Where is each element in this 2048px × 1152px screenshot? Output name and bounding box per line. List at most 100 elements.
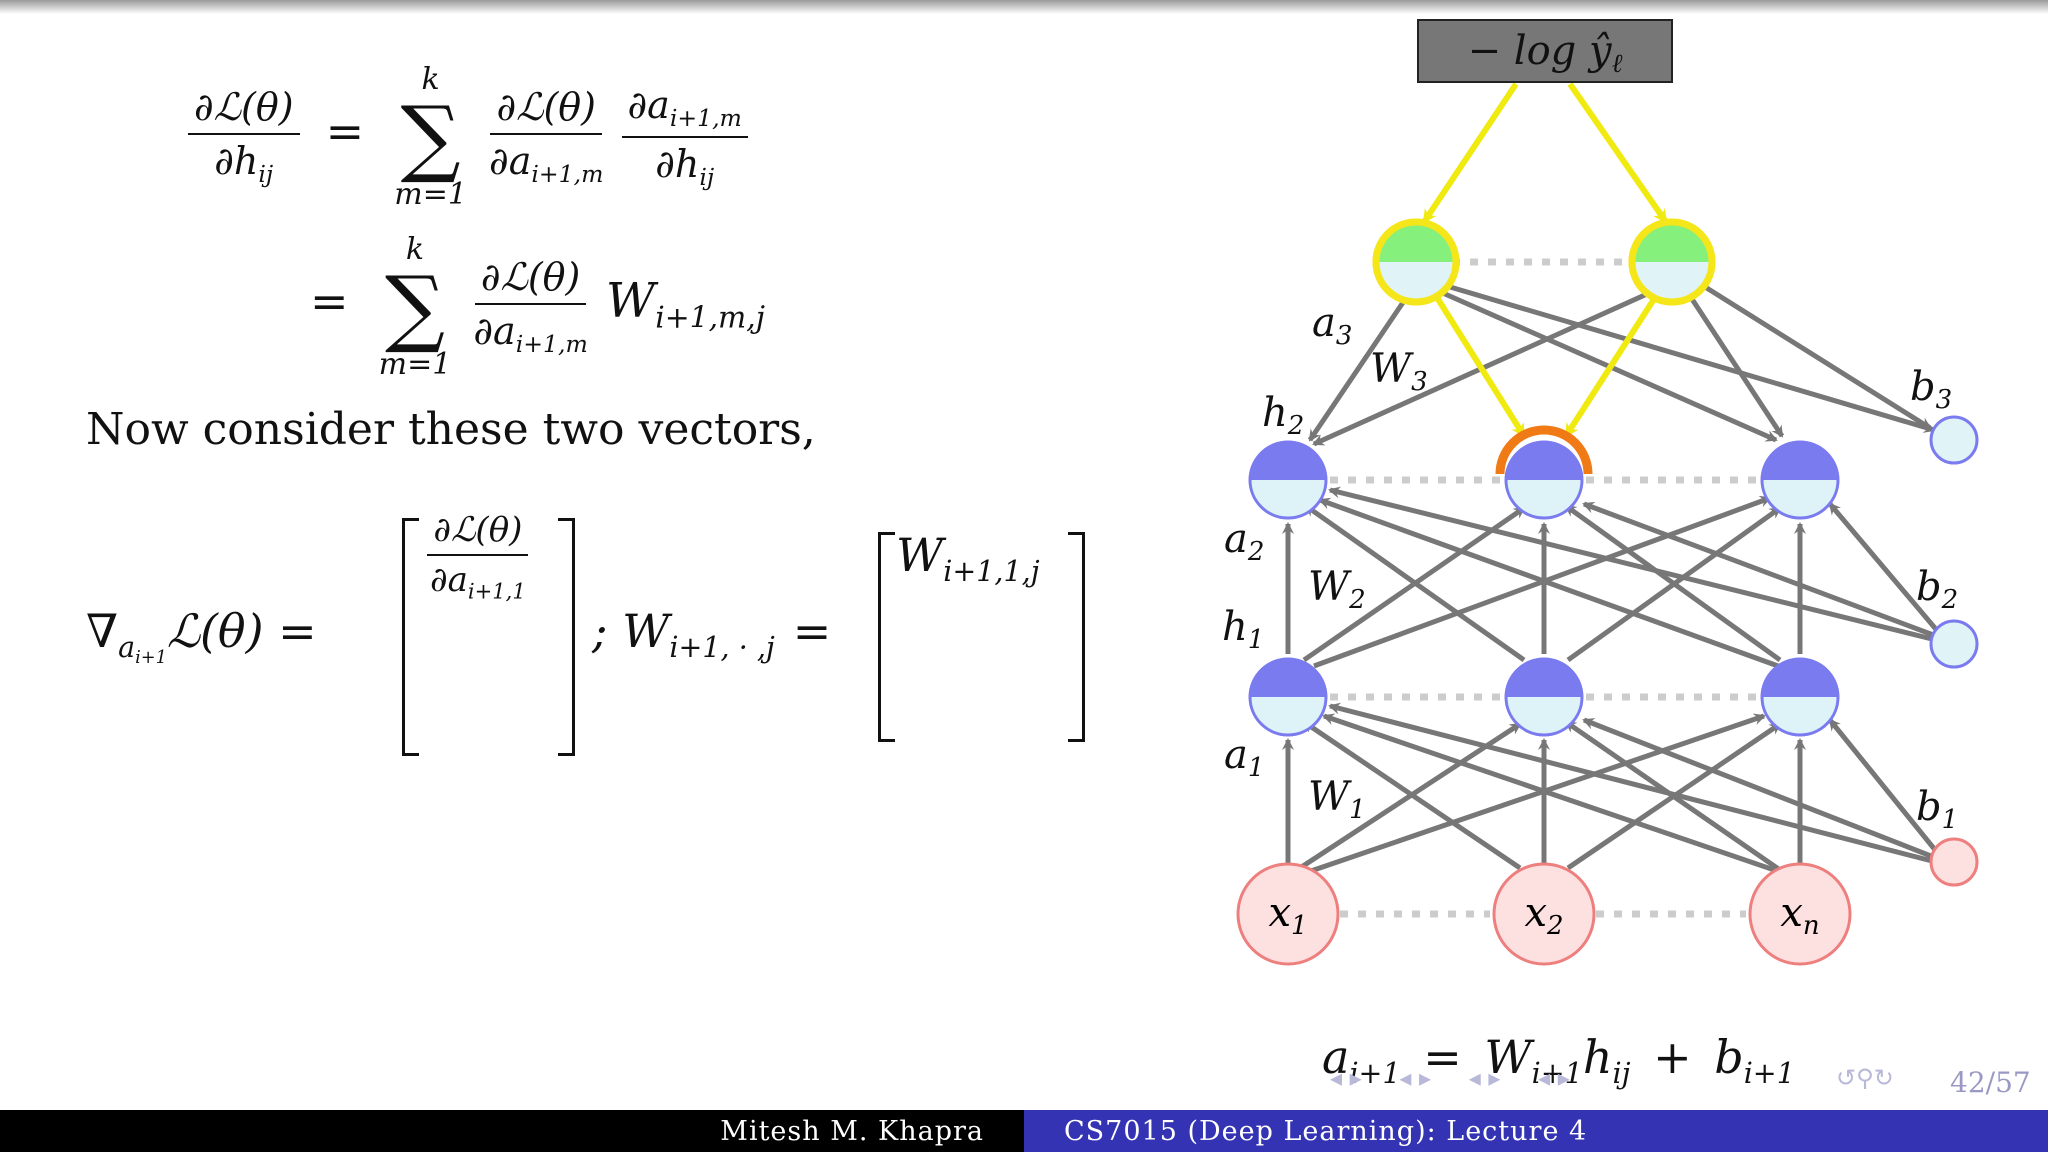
output-node-1: [1372, 218, 1460, 306]
bias-node-b3: [1929, 415, 1979, 465]
body-text: Now consider these two vectors,: [86, 404, 816, 455]
loss-equals: ℒ(θ) =: [166, 604, 317, 658]
weight-vector-entry: Wi+1,1,j: [896, 528, 1040, 588]
lhs-numerator: ∂ℒ(θ): [188, 85, 300, 136]
weight-symbol: W: [605, 272, 656, 329]
gradient-entry-denominator: ∂a: [430, 560, 468, 600]
bottom-eq-plus: +: [1653, 1030, 1692, 1084]
bottom-eq-h-sub: ij: [1612, 1056, 1631, 1090]
term1-denominator: ∂a: [489, 139, 532, 184]
equation-line-1: ∂ℒ(θ) ∂hij = k ∑ m=1 ∂ℒ(θ) ∂ai+1,m ∂ai+1…: [188, 62, 748, 212]
separator-w: ; W: [592, 604, 670, 658]
hidden1-node-3: [1760, 657, 1840, 737]
label-a2: a2: [1224, 516, 1264, 567]
label-b1: b1: [1916, 784, 1958, 835]
sum-operator: k ∑ m=1: [394, 62, 467, 212]
equals-sign: =: [325, 103, 365, 158]
nabla-subsub: i+1: [135, 648, 167, 669]
weight-symbol-sub: i+1,m,j: [655, 299, 765, 335]
label-h2: h2: [1262, 390, 1304, 441]
weight-entry: W: [896, 528, 944, 582]
gradient-entry-denominator-sub: i+1,1: [467, 578, 526, 604]
weight-vector-left-bracket: [878, 532, 895, 742]
lhs-denominator: ∂h: [214, 139, 259, 184]
weight-entry-sub: i+1,1,j: [943, 554, 1040, 588]
loss-box: [1417, 19, 1673, 83]
lhs-fraction: ∂ℒ(θ) ∂hij: [188, 85, 300, 189]
term2-numerator-sub: i+1,m: [669, 104, 742, 132]
neural-network-diagram: − log ŷℓ: [1222, 19, 1979, 966]
line2-fraction: ∂ℒ(θ) ∂ai+1,m: [467, 255, 593, 358]
nabla-sub: a: [118, 630, 136, 664]
sum-operator-2: k ∑ m=1: [378, 232, 452, 382]
term2-denominator-sub: ij: [699, 163, 715, 192]
loss-label: − log ŷℓ: [1468, 28, 1623, 79]
footer-author: Mitesh M. Khapra: [0, 1110, 1024, 1152]
bottom-eq-h: h: [1582, 1030, 1613, 1084]
line2-denominator: ∂a: [473, 309, 516, 354]
line2-denominator-sub: i+1,m: [515, 330, 588, 359]
bottom-eq-equals: =: [1423, 1030, 1462, 1084]
label-W3: W3: [1370, 346, 1428, 397]
gradient-vector-left-bracket: [402, 518, 419, 756]
equals-sign-2: =: [310, 273, 349, 328]
bottom-eq-b-sub: i+1: [1743, 1056, 1795, 1090]
hidden1-node-2: [1504, 657, 1584, 737]
weight-vector-right-bracket: [1068, 532, 1085, 742]
term1-fraction: ∂ℒ(θ) ∂ai+1,m: [483, 85, 609, 188]
label-W2: W2: [1308, 564, 1366, 615]
input-node-x1: x1: [1236, 862, 1340, 966]
hidden2-node-2-selected: [1495, 425, 1593, 520]
term2-numerator: ∂a: [627, 82, 670, 127]
svg-text:x1: x1: [1268, 890, 1307, 941]
footer-course: CS7015 (Deep Learning): Lecture 4: [1024, 1110, 2048, 1152]
gradient-vector-right-bracket: [558, 518, 575, 756]
label-a1: a1: [1224, 732, 1264, 783]
bottom-eq-a: a: [1322, 1030, 1350, 1084]
output-node-2: [1628, 218, 1716, 306]
lhs-denominator-sub: ij: [258, 160, 274, 189]
layer-dotted-lines: [1330, 258, 1756, 918]
hidden2-node-1: [1248, 440, 1328, 520]
label-W1: W1: [1308, 774, 1366, 825]
term2-fraction: ∂ai+1,m ∂hij: [621, 82, 748, 192]
gradient-entry-numerator: ∂ℒ(θ): [427, 510, 529, 556]
weight-lhs-sub: i+1, · ,j: [669, 630, 775, 664]
bottom-eq-b: b: [1714, 1030, 1744, 1084]
beamer-search-icons[interactable]: ↺⚲↻: [1836, 1064, 1894, 1094]
network-edges: [1282, 277, 1942, 875]
sum2-lower-limit: m=1: [378, 347, 452, 382]
page-number: 42/57: [1950, 1066, 2031, 1099]
input-node-x2: x2: [1492, 862, 1596, 966]
line2-numerator: ∂ℒ(θ): [474, 255, 587, 306]
term1-numerator: ∂ℒ(θ): [490, 85, 602, 136]
search-icon[interactable]: ↺⚲↻: [1836, 1064, 1894, 1092]
sum-lower-limit: m=1: [394, 177, 467, 212]
bottom-eq-a-sub: i+1: [1349, 1056, 1401, 1090]
nav-section-icon[interactable]: ◂ ▸: [1399, 1064, 1432, 1092]
gradient-vector-entry: ∂ℒ(θ) ∂ai+1,1: [424, 510, 532, 603]
bias-node-b1: [1929, 837, 1979, 887]
weight-equals: =: [792, 604, 832, 658]
nav-slide-icon[interactable]: ◂ ▸: [1538, 1064, 1570, 1092]
svg-text:xn: xn: [1780, 890, 1819, 941]
top-shadow: [0, 0, 2048, 14]
equation-line-2: = k ∑ m=1 ∂ℒ(θ) ∂ai+1,m Wi+1,m,j: [310, 232, 765, 382]
weight-vector-lhs: ; Wi+1, · ,j =: [592, 604, 831, 664]
term1-denominator-sub: i+1,m: [531, 160, 604, 189]
bottom-eq-w-sub: i+1: [1531, 1056, 1583, 1090]
label-a3: a3: [1312, 300, 1352, 351]
beamer-nav-arrows[interactable]: ◂ ▸ ◂ ▸ ◂ ▸ ◂ ▸: [1330, 1064, 1570, 1094]
nav-frame-prev-icon[interactable]: ◂ ▸: [1330, 1064, 1362, 1092]
hidden2-node-3: [1760, 440, 1840, 520]
hidden1-node-1: [1248, 657, 1328, 737]
sum2-upper-limit: k: [405, 232, 425, 267]
footer: Mitesh M. Khapra CS7015 (Deep Learning):…: [0, 1110, 2048, 1152]
highlighted-edges: [1421, 82, 1669, 438]
bottom-eq-w: W: [1484, 1030, 1532, 1084]
sum-upper-limit: k: [421, 62, 440, 97]
gradient-vector-lhs: ∇ai+1ℒ(θ) =: [86, 604, 317, 668]
nav-subsection-icon[interactable]: ◂ ▸: [1468, 1064, 1501, 1092]
bottom-equation: ai+1 = Wi+1hij + bi+1: [1322, 1030, 1795, 1090]
